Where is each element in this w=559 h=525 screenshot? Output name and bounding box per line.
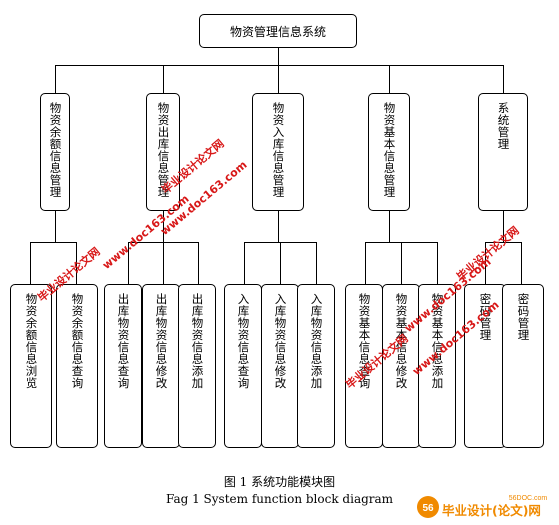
site-logo: 56 56DOC.com 毕业设计(论文)网	[416, 493, 556, 521]
leaf-label: 出库物资信息添加	[190, 293, 205, 389]
module-inbound-info: 物资入库信息管理	[252, 93, 304, 211]
root-node: 物资管理信息系统	[199, 14, 357, 48]
leaf-label: 出库物资信息查询	[116, 293, 131, 389]
connector	[128, 242, 129, 284]
watermark-text: 毕业设计论文网	[454, 224, 522, 284]
leaf-label: 入库物资信息查询	[236, 293, 251, 389]
leaf-inbound-edit: 入库物资信息修改	[261, 284, 299, 448]
leaf-outbound-add: 出库物资信息添加	[178, 284, 216, 448]
connector	[278, 65, 279, 93]
connector	[316, 242, 317, 284]
figure-caption-en: Fag 1 System function block diagram	[165, 492, 394, 506]
connector	[485, 242, 521, 243]
module-balance-info: 物资余额信息管理	[40, 93, 70, 211]
connector	[278, 211, 279, 242]
root-label: 物资管理信息系统	[229, 24, 326, 39]
module-label: 物资基本信息管理	[382, 102, 397, 198]
connector	[30, 242, 31, 284]
connector	[278, 48, 279, 65]
leaf-balance-browse: 物资余额信息浏览	[10, 284, 52, 448]
leaf-basic-query: 物资基本信息查询	[345, 284, 383, 448]
connector	[365, 242, 366, 284]
connector	[55, 211, 56, 242]
connector	[389, 211, 390, 242]
logo-site: 56DOC.com	[509, 495, 548, 502]
module-system-mgmt: 系统管理	[478, 93, 528, 211]
leaf-password-mgmt-2: 密码管理	[502, 284, 544, 448]
logo-text: 毕业设计(论文)网	[442, 503, 541, 518]
leaf-inbound-add: 入库物资信息添加	[297, 284, 335, 448]
connector	[55, 65, 503, 66]
connector	[55, 65, 56, 93]
connector	[198, 242, 199, 284]
connector	[389, 65, 390, 93]
leaf-label: 入库物资信息修改	[273, 293, 288, 389]
leaf-label: 物资基本信息添加	[430, 293, 445, 389]
connector	[437, 242, 438, 284]
leaf-balance-query: 物资余额信息查询	[56, 284, 98, 448]
connector	[503, 211, 504, 242]
leaf-label: 出库物资信息修改	[154, 293, 169, 389]
connector	[280, 242, 281, 284]
connector	[163, 211, 164, 242]
connector	[485, 242, 486, 284]
connector	[76, 242, 77, 284]
leaf-label: 物资余额信息浏览	[24, 293, 39, 389]
connector	[503, 65, 504, 93]
leaf-outbound-edit: 出库物资信息修改	[142, 284, 180, 448]
leaf-basic-add: 物资基本信息添加	[418, 284, 456, 448]
connector	[163, 242, 164, 284]
leaf-label: 物资基本信息查询	[357, 293, 372, 389]
logo-badge: 56	[422, 503, 434, 514]
connector	[521, 242, 522, 284]
connector	[244, 242, 245, 284]
module-outbound-info: 物资出库信息管理	[146, 93, 180, 211]
module-label: 系统管理	[496, 102, 511, 150]
leaf-label: 入库物资信息添加	[309, 293, 324, 389]
leaf-label: 密码管理	[478, 293, 493, 341]
module-label: 物资入库信息管理	[271, 102, 286, 198]
connector	[401, 242, 402, 284]
leaf-label: 密码管理	[516, 293, 531, 341]
connector	[30, 242, 76, 243]
connector	[163, 65, 164, 93]
module-label: 物资出库信息管理	[156, 102, 171, 198]
figure-caption-cn: 图 1 系统功能模块图	[223, 475, 336, 489]
module-label: 物资余额信息管理	[48, 102, 63, 198]
module-basic-info: 物资基本信息管理	[368, 93, 410, 211]
leaf-label: 物资基本信息修改	[394, 293, 409, 389]
logo-graphic: 56 56DOC.com 毕业设计(论文)网	[417, 495, 548, 518]
leaf-label: 物资余额信息查询	[70, 293, 85, 389]
leaf-outbound-query: 出库物资信息查询	[104, 284, 142, 448]
leaf-inbound-query: 入库物资信息查询	[224, 284, 262, 448]
